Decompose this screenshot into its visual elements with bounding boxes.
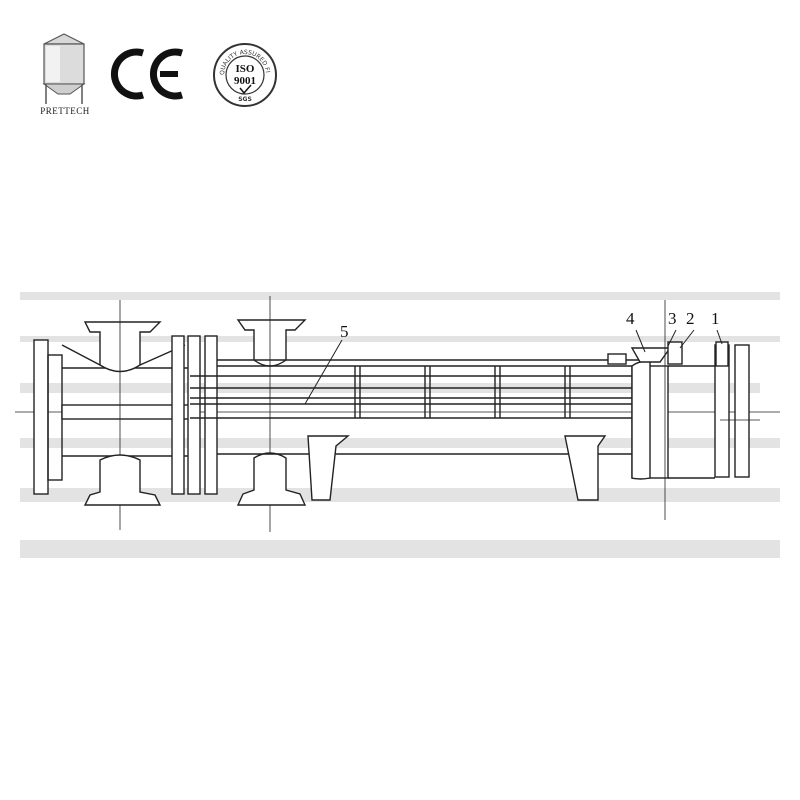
- iso-top-text: ISO: [236, 63, 255, 75]
- callout-4: 4: [626, 309, 635, 328]
- heat-exchanger-drawing: [15, 292, 780, 558]
- iso-number-text: 9001: [234, 75, 256, 87]
- callout-2: 2: [686, 309, 695, 328]
- callout-5: 5: [340, 322, 349, 341]
- certification-logo-bar: PRETTECH QUALITY ASSURED FIRM ISO 9001 S…: [0, 0, 800, 130]
- callout-1: 1: [711, 309, 720, 328]
- iso-9001-seal: QUALITY ASSURED FIRM ISO 9001 SGS: [212, 42, 277, 107]
- exchanger-body: [15, 296, 780, 532]
- brand-name: PRETTECH: [40, 106, 90, 116]
- iso-auditor-text: SGS: [238, 96, 252, 103]
- callout-3: 3: [668, 309, 677, 328]
- callout-leaders: [304, 329, 723, 405]
- ce-mark-icon: [110, 48, 184, 100]
- silo-icon: [42, 33, 86, 104]
